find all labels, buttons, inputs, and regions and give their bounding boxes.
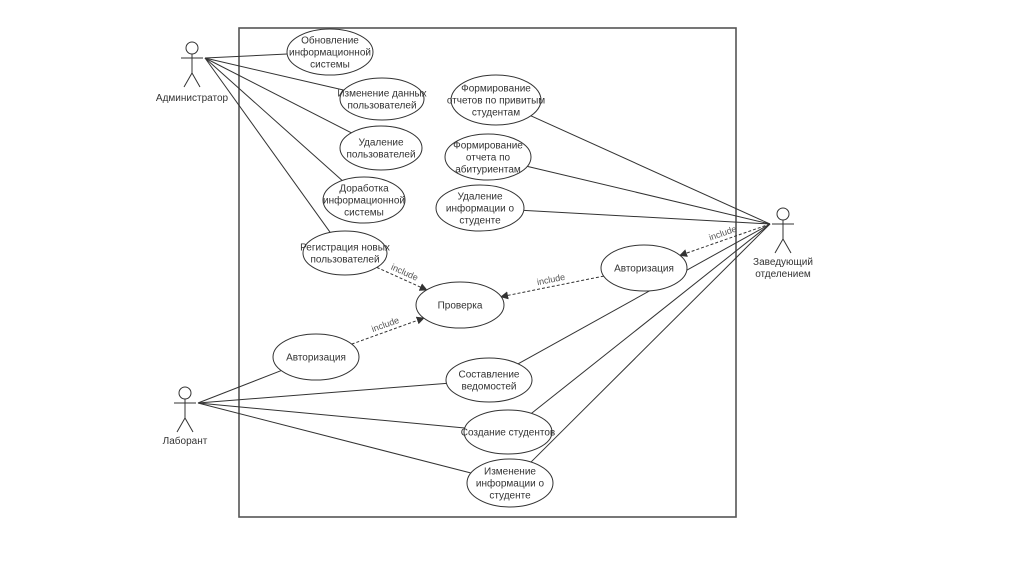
association-admin-uc_update_is [204,53,288,59]
actor-admin[interactable]: Администратор [156,41,229,104]
actor-label: Заведующий [753,257,813,268]
use-case-label: ведомостей [462,382,517,393]
use-case-label: Обновление [301,35,359,47]
use-case-label: Формирование [461,84,531,95]
use-case-label: Удаление [457,192,502,203]
use-case-label: системы [310,60,350,71]
system-boundary [238,27,737,518]
association-admin-uc_edit_users [204,57,345,91]
use-case-ellipse[interactable] [600,244,688,292]
use-case-auth-lab[interactable]: Авторизация [272,333,360,381]
use-case-label: информационной [289,47,371,59]
association-lab-uc_auth_lab [197,370,282,404]
use-case-ellipse[interactable] [435,184,525,232]
use-case-label: информационной [323,195,405,207]
use-case-label: Составление [459,370,520,381]
association-lab-uc_create_students [197,402,465,429]
use-case-ellipse[interactable] [444,133,532,181]
association-head-uc_edit_student_info [530,223,771,463]
use-case-label: Удаление [358,138,403,149]
use-case-label: Изменение [484,467,536,478]
include-arrow-head-uc_auth_head [679,223,771,257]
use-case-ellipse[interactable] [466,458,554,508]
include-arrow-uc_register_users-uc_check [376,266,428,291]
use-case-label: студенте [459,216,501,227]
use-case-label: Авторизация [286,353,346,364]
use-case-ellipse[interactable] [463,409,553,455]
include-label: include [370,315,400,334]
use-case-label: Доработка [339,183,389,195]
use-case-create-students[interactable]: Создание студентов [461,409,556,455]
use-case-layer: ОбновлениеинформационнойсистемыИзменение… [272,28,688,508]
include-arrow-uc_auth_lab-uc_check [351,316,425,345]
use-case-ellipse[interactable] [450,74,542,126]
actor-stick-figure-icon [181,41,203,88]
use-case-label: Регистрация новых [300,243,390,254]
association-head-uc_create_students [531,223,771,414]
association-lab-uc_statements [197,382,447,404]
use-case-label: отчетов по привитым [447,96,545,107]
use-case-label: Проверка [438,301,483,312]
association-lab-uc_edit_student_info [197,402,472,474]
association-head-uc_report_vaccinated [530,115,771,225]
use-case-label: информации о [476,478,545,490]
use-case-label: Формирование [453,141,523,152]
actor-label: отделением [755,269,811,280]
actor-stick-figure-icon [174,386,196,433]
association-admin-uc_improve_is [204,57,343,181]
association-head-uc_report_applicants [527,165,771,225]
use-case-label: отчета по [466,153,511,164]
use-case-label: Создание студентов [461,428,556,439]
use-case-label: абитуриентам [455,164,521,176]
use-case-label: системы [344,208,384,219]
actor-lab[interactable]: Лаборант [163,386,208,447]
use-case-label: Изменение данных [337,89,426,100]
use-case-check[interactable]: Проверка [415,281,505,329]
use-case-ellipse[interactable] [339,125,423,171]
actor-label: Лаборант [163,435,208,447]
use-case-ellipse[interactable] [415,281,505,329]
use-case-ellipse[interactable] [445,357,533,403]
use-case-ellipse[interactable] [339,77,425,121]
use-case-auth-head[interactable]: Авторизация [600,244,688,292]
use-case-ellipse[interactable] [286,28,374,76]
use-case-ellipse[interactable] [322,176,406,224]
use-case-ellipse[interactable] [302,230,388,276]
association-admin-uc_delete_users [204,57,352,134]
include-label: include [536,272,566,287]
association-layer [197,53,771,474]
use-case-label: студентам [472,108,520,119]
include-arrow-uc_auth_head-uc_check [500,275,604,300]
use-case-label: пользователей [347,101,416,112]
use-case-ellipse[interactable] [272,333,360,381]
include-label: include [708,224,738,243]
use-case-label: пользователей [310,255,379,266]
actor-stick-figure-icon [772,207,794,254]
association-head-uc_delete_student_info [523,209,771,225]
use-case-label: Авторизация [614,264,674,275]
association-admin-uc_register_users [204,57,331,233]
use-case-label: пользователей [346,150,415,161]
actor-label: Администратор [156,93,229,104]
association-head-uc_statements [517,223,771,365]
use-case-label: студенте [489,491,531,502]
use-case-label: информации о [446,203,515,215]
